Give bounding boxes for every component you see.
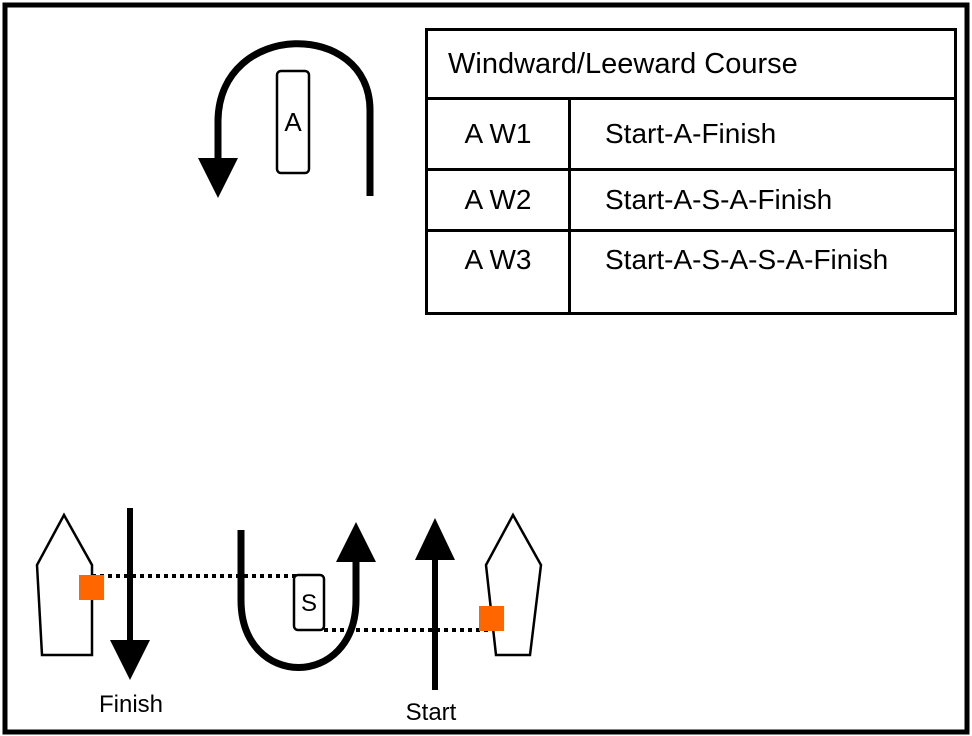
course-code-cell: A W1: [425, 97, 571, 171]
leeward-mark-group: S: [237, 522, 376, 671]
start-pin-marker: [479, 606, 504, 631]
course-route-cell: Start-A-S-A-S-A-Finish: [568, 229, 957, 315]
table-row: A W1 Start-A-Finish: [425, 97, 957, 171]
leeward-rounding-arrow-path: [237, 530, 360, 671]
table-row: A W3 Start-A-S-A-S-A-Finish: [425, 229, 957, 315]
start-line-group: Start: [324, 512, 543, 726]
course-table-title: Windward/Leeward Course: [425, 28, 957, 100]
leeward-mark-box: [292, 573, 326, 632]
windward-mark-box: [275, 69, 311, 175]
windward-mark-label: A: [284, 107, 302, 137]
course-route-cell: Start-A-S-A-Finish: [568, 168, 957, 232]
leeward-arrowhead-icon: [336, 522, 376, 562]
start-committee-boat-icon: [484, 512, 543, 657]
start-arrowhead-icon: [415, 518, 455, 560]
finish-arrowhead-icon: [110, 640, 150, 680]
windward-mark-group: A: [198, 40, 374, 198]
course-table-title-row: Windward/Leeward Course: [425, 28, 957, 100]
start-label: Start: [406, 699, 457, 726]
course-table: Windward/Leeward Course A W1 Start-A-Fin…: [425, 28, 957, 315]
course-code-cell: A W3: [425, 229, 571, 315]
course-code-cell: A W2: [425, 168, 571, 232]
course-route-cell: Start-A-Finish: [568, 97, 957, 171]
finish-label: Finish: [99, 691, 163, 718]
finish-committee-boat-icon: [35, 512, 94, 657]
windward-rounding-arrow-path: [214, 40, 374, 196]
table-row: A W2 Start-A-S-A-Finish: [425, 168, 957, 232]
finish-pin-marker: [79, 575, 104, 600]
leeward-mark-label: S: [301, 590, 317, 617]
windward-arrowhead-icon: [198, 158, 238, 198]
finish-line-group: Finish: [35, 508, 296, 718]
